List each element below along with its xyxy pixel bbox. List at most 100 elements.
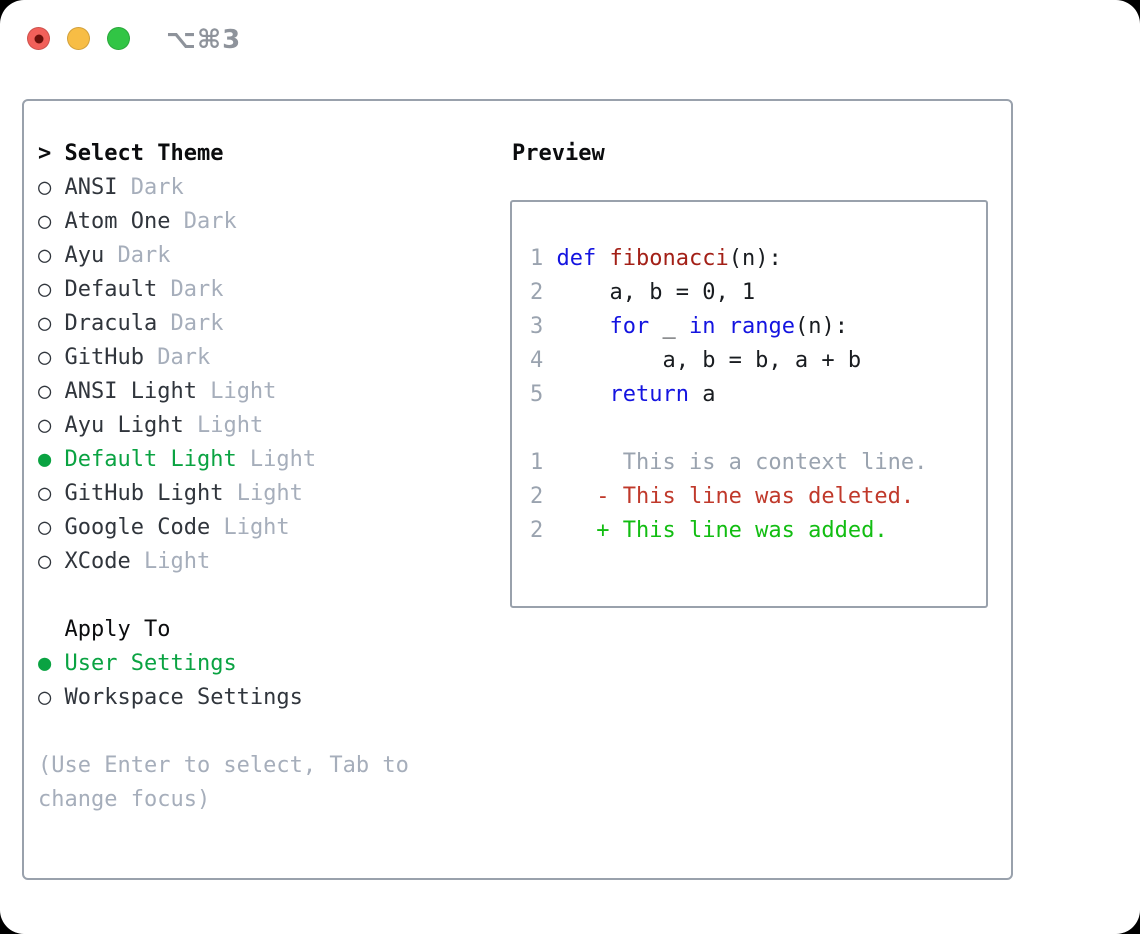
traffic-lights [27, 27, 130, 50]
radio-unselected-icon: ○ [38, 685, 52, 710]
theme-column: > Select Theme ○ ANSI Dark○ Atom One Dar… [38, 137, 409, 817]
theme-list: ○ ANSI Dark○ Atom One Dark○ Ayu Dark○ De… [38, 171, 409, 579]
titlebar: ⌥⌘3 [0, 0, 1140, 78]
code-token: return [609, 382, 689, 407]
theme-variant: Dark [104, 243, 171, 268]
main-panel: > Select Theme ○ ANSI Dark○ Atom One Dar… [22, 99, 1013, 880]
radio-unselected-icon: ○ [38, 515, 52, 540]
code-line: 2 a, b = 0, 1 [530, 276, 986, 310]
code-line: 1 This is a context line. [530, 446, 986, 480]
line-number: 1 [530, 450, 557, 475]
code-line: 5 return a [530, 378, 986, 412]
theme-variant: Dark [117, 175, 184, 200]
code-line [530, 412, 986, 446]
code-token: _ [649, 314, 689, 339]
code-line: 2 - This line was deleted. [530, 480, 986, 514]
theme-name: GitHub Light [64, 481, 224, 506]
theme-variant: Light [210, 515, 290, 540]
theme-variant: Light [236, 447, 317, 472]
theme-option-dracula[interactable]: ○ Dracula Dark [38, 307, 409, 341]
theme-variant: Dark [170, 209, 237, 234]
code-line: 4 a, b = b, a + b [530, 344, 986, 378]
code-token: a [688, 382, 716, 407]
radio-selected-icon: ● [38, 651, 52, 676]
theme-name: Google Code [64, 515, 211, 540]
select-theme-title: Select Theme [64, 141, 224, 166]
theme-option-atom-one[interactable]: ○ Atom One Dark [38, 205, 409, 239]
theme-variant: Dark [157, 277, 224, 302]
radio-unselected-icon: ○ [38, 209, 52, 234]
theme-name: Ayu Light [64, 413, 184, 438]
hint-line: (Use Enter to select, Tab to [38, 753, 409, 778]
code-token: - This line was deleted. [556, 484, 915, 509]
theme-name: GitHub [64, 345, 144, 370]
line-number: 1 [530, 246, 557, 271]
code-token: a, b = 0, 1 [556, 280, 756, 305]
line-number: 5 [530, 382, 557, 407]
line-number: 2 [530, 484, 557, 509]
theme-variant: Light [196, 379, 277, 404]
theme-name: XCode [64, 549, 131, 574]
apply-to-list: ● User Settings○ Workspace Settings [38, 647, 409, 715]
close-button[interactable] [27, 27, 50, 50]
theme-option-xcode[interactable]: ○ XCode Light [38, 545, 409, 579]
cursor-prefix-icon: > [38, 141, 52, 166]
theme-name: Ayu [64, 243, 105, 268]
theme-name: Default [64, 277, 158, 302]
theme-name: Atom One [64, 209, 171, 234]
radio-unselected-icon: ○ [38, 549, 52, 574]
theme-option-ansi[interactable]: ○ ANSI Dark [38, 171, 409, 205]
unsaved-dot-icon [34, 34, 43, 43]
code-token [557, 314, 610, 339]
radio-unselected-icon: ○ [38, 277, 52, 302]
code-token: (n): [728, 246, 782, 271]
radio-unselected-icon: ○ [38, 379, 52, 404]
code-token [715, 314, 728, 339]
line-number: 3 [530, 314, 557, 339]
theme-option-ansi-light[interactable]: ○ ANSI Light Light [38, 375, 409, 409]
code-line: 3 for _ in range(n): [530, 310, 986, 344]
preview-label: Preview [512, 141, 605, 166]
theme-variant: Light [130, 549, 211, 574]
theme-name: Default Light [64, 447, 237, 472]
theme-option-github[interactable]: ○ GitHub Dark [38, 341, 409, 375]
theme-name: ANSI [64, 175, 118, 200]
select-theme-header: > Select Theme [38, 137, 409, 171]
code-token: in [688, 314, 716, 339]
spacer [38, 715, 409, 749]
code-token: (n): [794, 314, 848, 339]
theme-variant: Dark [157, 311, 224, 336]
window-title: ⌥⌘3 [166, 25, 242, 55]
radio-unselected-icon: ○ [38, 413, 52, 438]
theme-option-ayu-light[interactable]: ○ Ayu Light Light [38, 409, 409, 443]
radio-unselected-icon: ○ [38, 345, 52, 370]
code-token: a, b = b, a + b [556, 348, 862, 373]
theme-option-default-light[interactable]: ● Default Light Light [38, 443, 409, 477]
theme-option-github-light[interactable]: ○ GitHub Light Light [38, 477, 409, 511]
theme-variant: Light [223, 481, 303, 506]
theme-variant: Light [183, 413, 264, 438]
line-number: 4 [530, 348, 557, 373]
radio-unselected-icon: ○ [38, 243, 52, 268]
theme-option-ayu[interactable]: ○ Ayu Dark [38, 239, 409, 273]
line-number: 2 [530, 280, 557, 305]
theme-name: ANSI Light [64, 379, 197, 404]
apply-option-user-settings[interactable]: ● User Settings [38, 647, 409, 681]
minimize-button[interactable] [67, 27, 90, 50]
theme-option-default[interactable]: ○ Default Dark [38, 273, 409, 307]
zoom-button[interactable] [107, 27, 130, 50]
code-token: for [609, 314, 650, 339]
apply-option-label: Workspace Settings [64, 685, 303, 710]
code-line: 1 def fibonacci(n): [530, 242, 986, 276]
theme-option-google-code[interactable]: ○ Google Code Light [38, 511, 409, 545]
spacer [38, 579, 409, 613]
code-token: def [556, 246, 597, 271]
theme-name: Dracula [64, 311, 158, 336]
radio-unselected-icon: ○ [38, 175, 52, 200]
code-token [557, 382, 610, 407]
apply-option-workspace-settings[interactable]: ○ Workspace Settings [38, 681, 409, 715]
radio-selected-icon: ● [38, 447, 52, 472]
radio-unselected-icon: ○ [38, 481, 52, 506]
